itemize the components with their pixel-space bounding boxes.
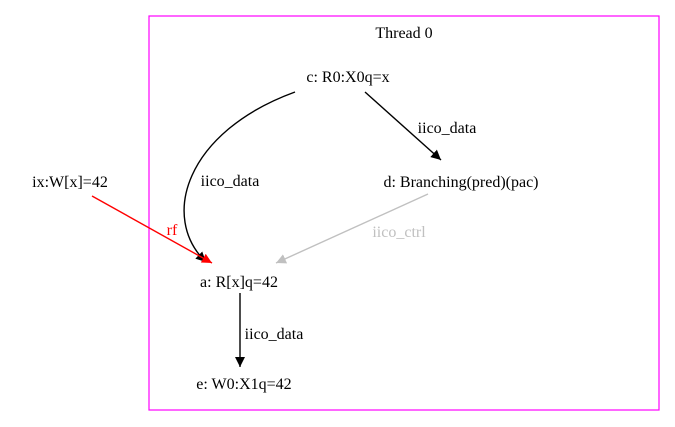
node-ix-label: ix:W[x]=42 — [32, 174, 108, 191]
edge-d-to-a — [275, 193, 429, 264]
edge-d-a-label: iico_ctrl — [372, 224, 426, 241]
edge-c-to-d — [364, 91, 442, 161]
node-e-label: e: W0:X1q=42 — [196, 376, 291, 393]
node-a-label: a: R[x]q=42 — [200, 274, 278, 291]
edge-a-e-label: iico_data — [245, 326, 304, 343]
edge-c-d-label: iico_data — [418, 120, 477, 137]
thread-0-label: Thread 0 — [375, 25, 432, 42]
thread-0-cluster — [148, 15, 660, 411]
node-c-label: c: R0:X0q=x — [306, 69, 389, 86]
edge-c-a-label: iico_data — [201, 173, 260, 190]
edge-ix-a-label: rf — [167, 222, 178, 239]
edge-c-to-a — [183, 91, 296, 263]
node-d-label: d: Branching(pred)(pac) — [383, 174, 538, 191]
edge-ix-to-a — [91, 195, 213, 264]
